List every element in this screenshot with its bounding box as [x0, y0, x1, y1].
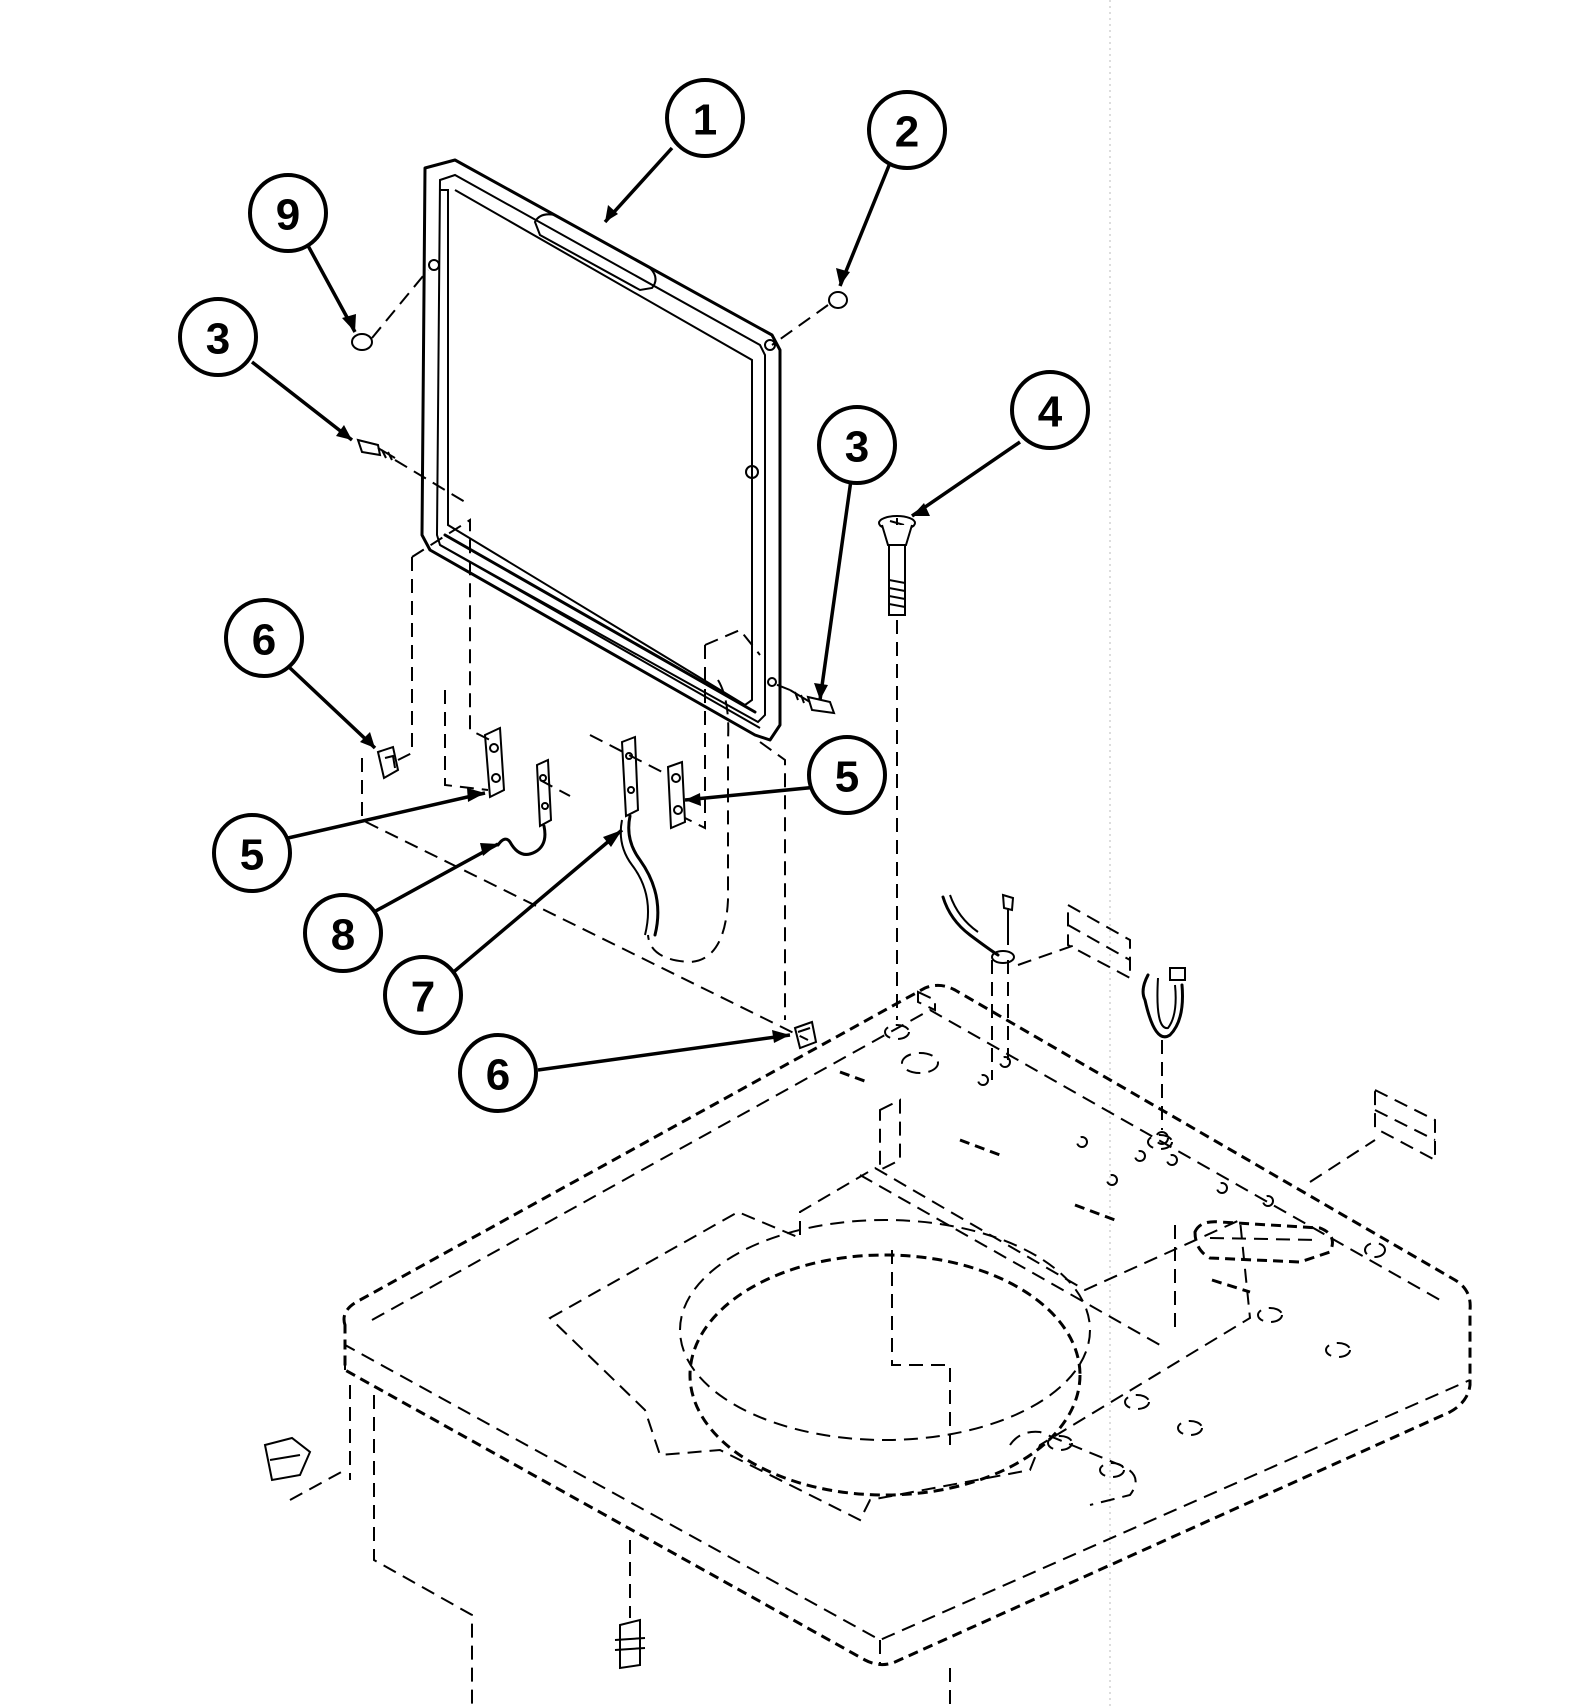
- hinge-arm-8: [496, 758, 553, 856]
- callout-5-left: 5: [212, 813, 292, 893]
- plug-button-9: [351, 333, 373, 351]
- callout-5-right-label: 5: [835, 753, 859, 802]
- callout-7: 7: [383, 955, 463, 1035]
- callout-4-label: 4: [1038, 388, 1063, 437]
- hinge-plate-5-right: [666, 760, 687, 830]
- cabinet-top: [263, 893, 1472, 1708]
- lid-frame: [420, 158, 782, 742]
- callout-3-right: 3: [817, 405, 897, 485]
- bottom-drain-part: [614, 1618, 646, 1670]
- callout-8: 8: [303, 893, 383, 973]
- clip-6-lower: [793, 1020, 818, 1050]
- callout-9-label: 9: [276, 191, 300, 240]
- screw-3-right: [789, 689, 836, 715]
- clip-6-upper: [376, 745, 400, 780]
- callout-5-left-label: 5: [240, 831, 264, 880]
- callout-1: 1: [665, 78, 745, 158]
- plug-button-2: [828, 291, 848, 309]
- callout-7-label: 7: [411, 973, 435, 1022]
- callout-4: 4: [1010, 370, 1090, 450]
- callout-9: 9: [248, 173, 328, 253]
- hinge-guide-lines: [361, 518, 809, 1041]
- callout-8-label: 8: [331, 911, 355, 960]
- callout-1-label: 1: [693, 96, 717, 145]
- callout-3-left-label: 3: [206, 315, 230, 364]
- hinge-plate-5-left: [483, 726, 506, 799]
- screw-3-left: [356, 438, 396, 461]
- callout-6-upper-label: 6: [252, 616, 276, 665]
- hinge-arm-7: [619, 735, 660, 937]
- callout-3-right-label: 3: [845, 423, 869, 472]
- callout-6-upper: 6: [224, 598, 304, 678]
- callout-2-label: 2: [895, 108, 919, 157]
- bolt-4: [878, 515, 916, 616]
- callout-3-left: 3: [178, 297, 258, 377]
- callout-2: 2: [867, 90, 947, 170]
- callout-6-lower: 6: [458, 1033, 538, 1113]
- bottom-left-clip: [263, 1436, 312, 1482]
- callout-6-lower-label: 6: [486, 1051, 510, 1100]
- callout-5-right: 5: [807, 735, 887, 815]
